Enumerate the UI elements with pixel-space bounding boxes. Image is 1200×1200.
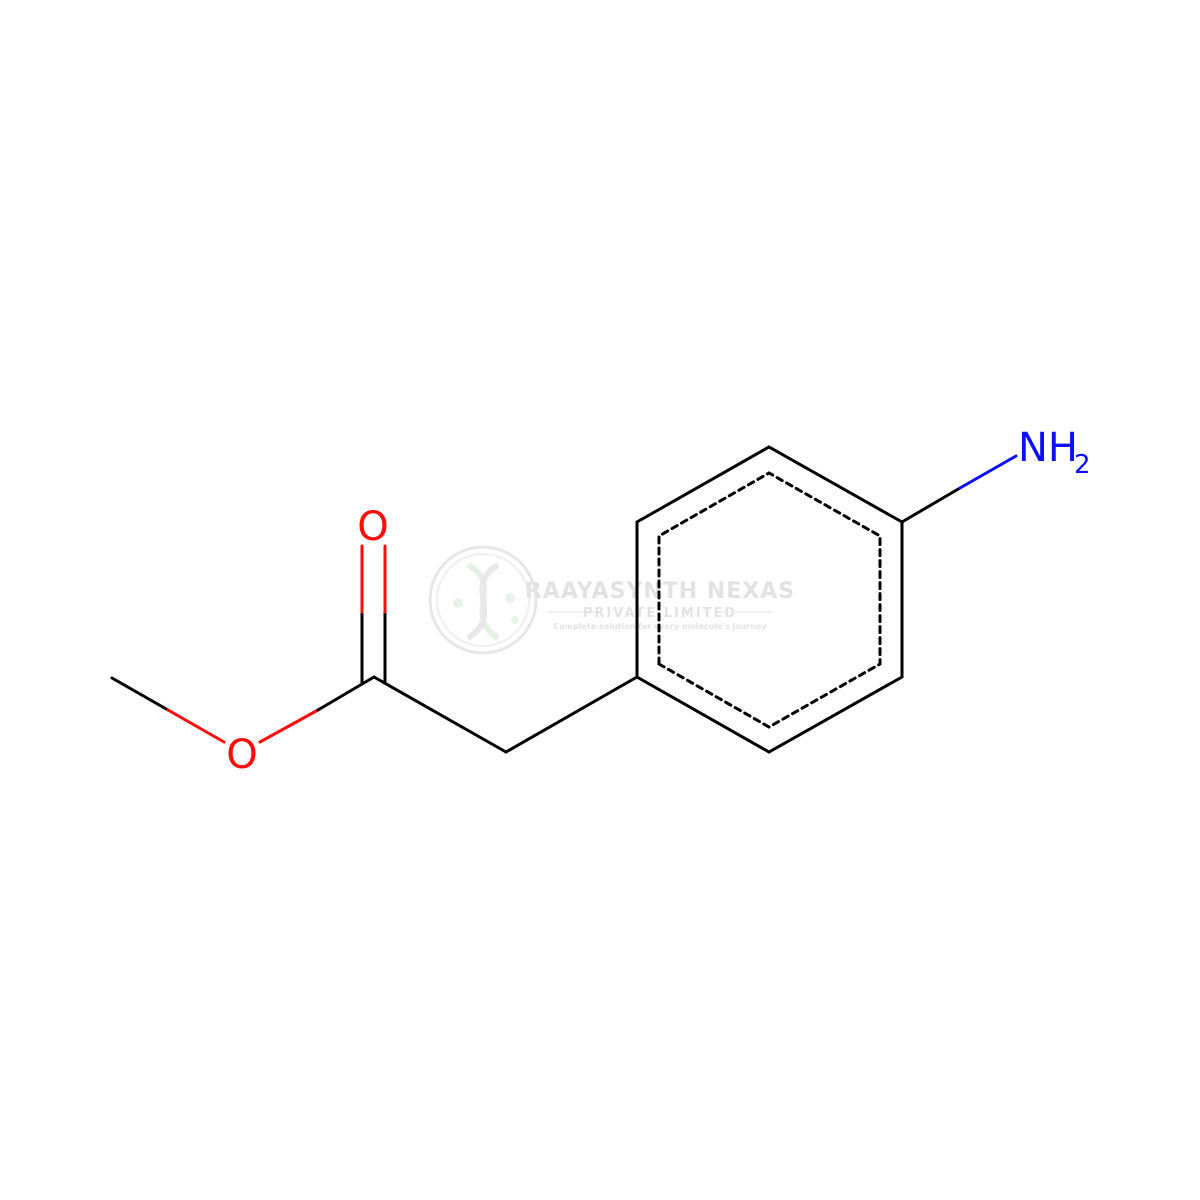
bond-methyl-carbon [110,676,170,712]
amine-subscript: 2 [1074,450,1091,480]
carbonyl-oxygen-label: O [357,504,388,550]
bond-methyl-oxygen [166,708,226,744]
amine-label: NH [1018,425,1078,471]
bond-carbonyl-methylene [372,675,508,754]
bond-methylene-ring [504,675,639,754]
bond-ring-amine-carbon [900,486,962,524]
aromatic-circle [657,471,882,729]
bond-ring-amine-nitrogen [958,454,1018,490]
bond-ester-carbon [316,675,376,712]
dna-helix-icon [428,545,538,655]
watermark: RAAYASYNTH NEXAS PRIVATE LIMITED Complet… [428,545,794,655]
ester-oxygen-label: O [226,732,257,778]
bond-ester-oxygen [258,708,320,744]
